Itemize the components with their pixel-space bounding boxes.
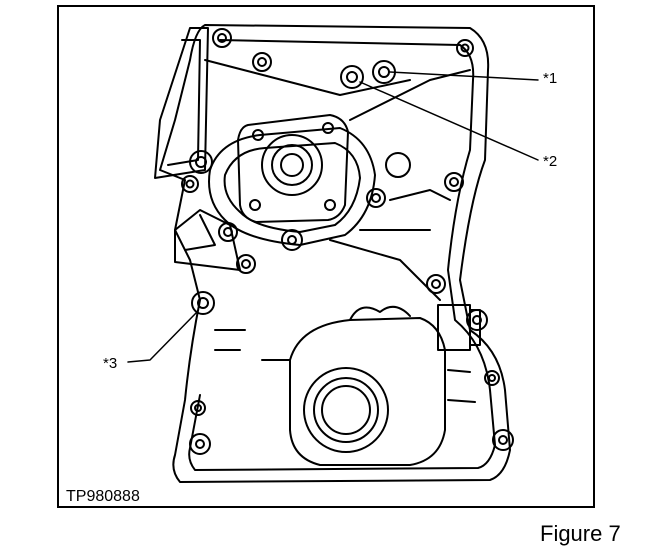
flange-hole-1 — [252, 129, 264, 141]
inlet-pipe — [174, 209, 241, 271]
drawing-code: TP980888 — [66, 488, 140, 505]
bolt-left-lower — [181, 175, 199, 193]
mount-arm-inner — [167, 39, 201, 166]
callout-2-label: *2 — [543, 153, 558, 170]
oil-pump-rotor-outer — [303, 367, 389, 453]
callout-1-label: *1 — [543, 70, 558, 87]
web-line-4 — [389, 189, 451, 201]
flange-hole-2 — [322, 122, 334, 134]
oil-pump-rotor-inner — [321, 385, 371, 435]
web-line-2 — [349, 69, 471, 121]
bolt-3 — [191, 291, 215, 315]
figure-caption: Figure 7 — [540, 521, 621, 546]
bolt-lower-left — [190, 400, 206, 416]
cover-outline — [159, 24, 511, 483]
bolt-mid-right — [426, 274, 446, 294]
oil-pump-rotor-middle — [313, 377, 379, 443]
lower-rib-right — [447, 369, 476, 403]
bolt-bottom-left — [189, 433, 211, 455]
pump-flange — [237, 114, 349, 223]
leader-3 — [127, 311, 198, 363]
bolt-mid-left — [236, 254, 256, 274]
bolt-bottom-right — [492, 429, 514, 451]
bolt-right-2 — [366, 188, 386, 208]
pump-hub-middle — [271, 144, 313, 186]
oil-pump-housing — [289, 317, 446, 466]
bolt-left-pump — [189, 150, 213, 174]
leader-1 — [389, 71, 539, 81]
leader-2 — [359, 81, 539, 161]
bolt-pipe — [218, 222, 238, 242]
mount-arm — [154, 27, 209, 179]
lower-rib-left — [214, 329, 291, 361]
flange-hole-4 — [324, 199, 336, 211]
web-line-3 — [329, 239, 441, 301]
cover-inner-line — [188, 39, 496, 471]
water-pump-inner — [223, 142, 361, 233]
bolt-right-1 — [444, 172, 464, 192]
callout-3-label: *3 — [103, 355, 118, 372]
bolt-2 — [340, 65, 364, 89]
pump-hub-inner — [280, 153, 304, 177]
bolts — [181, 28, 514, 455]
relief-valve-plug — [469, 309, 481, 346]
bolt-pump-bottom — [281, 229, 303, 251]
water-pump-body — [208, 127, 376, 246]
bolt-lower-right — [484, 370, 500, 386]
oil-pump-top-lobes — [349, 305, 411, 321]
flange-hole-3 — [249, 199, 261, 211]
relief-valve-block — [437, 304, 471, 351]
bolt-top-left — [212, 28, 232, 48]
pump-hub-outer — [261, 134, 323, 196]
bolt-top-right — [456, 39, 474, 57]
boss-right — [385, 152, 411, 178]
web-line-1 — [204, 59, 411, 96]
bolt-top-mid — [252, 52, 272, 72]
inlet-pipe-inner — [184, 214, 216, 251]
